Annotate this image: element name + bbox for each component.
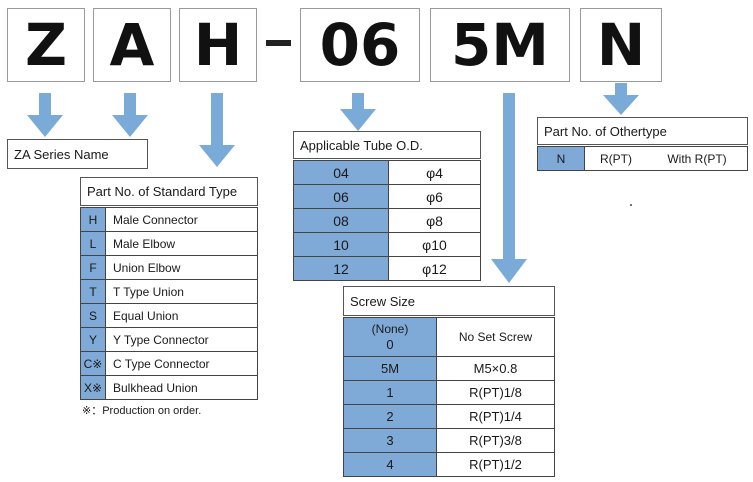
arrow-series-z-icon (27, 93, 63, 137)
screw-code-none: (None)0 (343, 317, 437, 357)
arrow-other-icon (603, 83, 639, 115)
arrow-series-a-icon (112, 93, 148, 137)
type-name: C Type Connector (105, 351, 258, 376)
stray-dot (630, 204, 632, 206)
type-name: Y Type Connector (105, 327, 258, 352)
arrow-type-h-icon (199, 93, 235, 167)
type-code: Y (80, 327, 106, 352)
code-other: N (580, 8, 662, 82)
code-letter-a: A (93, 8, 171, 82)
type-code: F (80, 255, 106, 280)
other-code: N (537, 146, 585, 171)
tube-value: φ6 (388, 184, 481, 209)
screw-code: 4 (343, 452, 437, 477)
table-row: N R(PT) With R(PT) (537, 146, 748, 171)
type-name: Union Elbow (105, 255, 258, 280)
screw-code-none-label: (None) (371, 322, 409, 336)
tube-value: φ12 (388, 256, 481, 281)
type-name: Male Elbow (105, 231, 258, 256)
other-type-table: N R(PT) With R(PT) (537, 146, 748, 171)
tube-code: 04 (293, 160, 389, 185)
screw-code-zero: 0 (386, 337, 394, 352)
code-separator (266, 40, 291, 46)
tube-code: 10 (293, 232, 389, 257)
type-name: Male Connector (105, 207, 258, 232)
standard-type-title: Part No. of Standard Type (80, 177, 258, 206)
screw-code: 5M (343, 356, 437, 381)
tube-code: 08 (293, 208, 389, 233)
tube-value: φ4 (388, 160, 481, 185)
table-row: (None)0 No Set Screw (343, 317, 555, 357)
screw-value: R(PT)1/4 (436, 404, 555, 429)
type-name: Equal Union (105, 303, 258, 328)
tube-code: 06 (293, 184, 389, 209)
type-name: T Type Union (105, 279, 258, 304)
screw-code: 3 (343, 428, 437, 453)
other-type-title: Part No. of Othertype (537, 117, 748, 145)
screw-value: No Set Screw (436, 317, 555, 357)
screw-size-title: Screw Size (343, 286, 555, 316)
type-code: S (80, 303, 106, 328)
code-letter-z: Z (7, 8, 85, 82)
series-name-label: ZA Series Name (7, 139, 148, 169)
table-row: C※C Type Connector (80, 351, 258, 376)
screw-value: M5×0.8 (436, 356, 555, 381)
arrow-tube-icon (340, 93, 376, 131)
screw-code: 2 (343, 404, 437, 429)
type-code: L (80, 231, 106, 256)
tube-value: φ8 (388, 208, 481, 233)
type-name: Bulkhead Union (105, 375, 258, 400)
screw-code: 1 (343, 380, 437, 405)
tube-code: 12 (293, 256, 389, 281)
screw-value: R(PT)1/2 (436, 452, 555, 477)
other-desc: With R(PT) (647, 146, 748, 171)
tube-od-title: Applicable Tube O.D. (293, 131, 481, 159)
screw-value: R(PT)3/8 (436, 428, 555, 453)
tube-value: φ10 (388, 232, 481, 257)
code-tube: 06 (300, 8, 420, 82)
screw-value: R(PT)1/8 (436, 380, 555, 405)
code-screw: 5M (430, 8, 570, 82)
type-code: X※ (80, 375, 106, 400)
type-code: H (80, 207, 106, 232)
other-thread: R(PT) (584, 146, 647, 171)
code-letter-h: H (179, 8, 257, 82)
production-note: ※：Production on order. (82, 405, 202, 417)
type-code: T (80, 279, 106, 304)
arrow-screw-icon (491, 93, 527, 283)
table-row: X※Bulkhead Union (80, 375, 258, 400)
type-code: C※ (80, 351, 106, 376)
